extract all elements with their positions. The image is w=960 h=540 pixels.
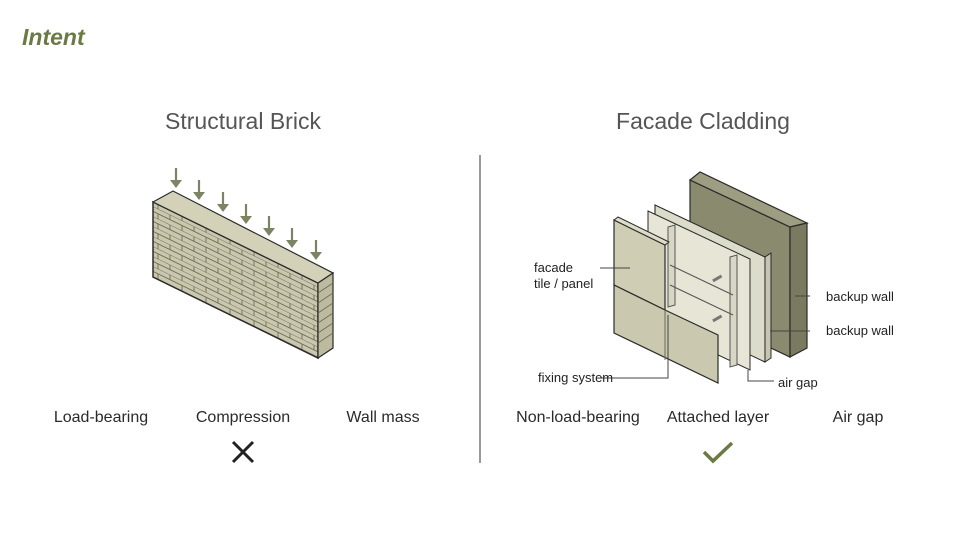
callout-fixing-system: fixing system bbox=[538, 370, 614, 385]
arrow-down-icon bbox=[170, 168, 182, 188]
check-icon bbox=[702, 441, 734, 464]
load-arrows bbox=[170, 168, 322, 260]
label-load-bearing: Load-bearing bbox=[53, 409, 149, 426]
arrow-down-icon bbox=[263, 216, 275, 236]
arrow-down-icon bbox=[193, 180, 205, 200]
callout-facade-panel-line1: facade bbox=[534, 260, 574, 275]
label-compression: Compression bbox=[195, 409, 291, 426]
fixing-rails bbox=[667, 224, 738, 368]
callout-air-gap: air gap bbox=[778, 375, 818, 390]
label-attached-layer: Attached layer bbox=[666, 409, 770, 426]
label-non-load-bearing: Non-load-bearing bbox=[516, 409, 640, 426]
facade-cladding-title: Facade Cladding bbox=[616, 108, 790, 134]
arrow-down-icon bbox=[240, 204, 252, 224]
callout-backup-wall-2: backup wall bbox=[826, 323, 894, 338]
arrow-down-icon bbox=[310, 240, 322, 260]
cross-icon bbox=[231, 440, 255, 464]
facade-panel-lower bbox=[613, 284, 719, 384]
brick-wall-illustration bbox=[151, 168, 335, 360]
screw-icons bbox=[712, 274, 723, 323]
brick-side-face bbox=[317, 271, 334, 360]
facade-cladding-illustration bbox=[600, 171, 810, 384]
arrow-down-icon bbox=[217, 192, 229, 212]
label-wall-mass: Wall mass bbox=[346, 409, 420, 426]
arrow-down-icon bbox=[286, 228, 298, 248]
callout-backup-wall-1: backup wall bbox=[826, 289, 894, 304]
column-divider bbox=[479, 155, 481, 463]
page-heading: Intent bbox=[22, 24, 85, 50]
label-air-gap: Air gap bbox=[832, 409, 884, 426]
callout-facade-panel: facade tile / panel bbox=[534, 260, 593, 292]
structural-brick-title: Structural Brick bbox=[165, 108, 321, 134]
callout-facade-panel-line2: tile / panel bbox=[534, 276, 594, 291]
